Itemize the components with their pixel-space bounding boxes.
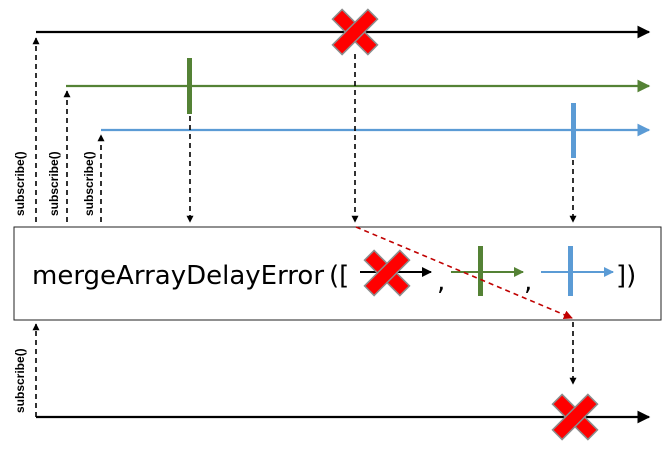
operator-open-bracket: ([ <box>329 261 349 291</box>
subscribe-label: subscribe() <box>82 151 96 216</box>
emission-tick-icon <box>568 246 573 296</box>
subscribe-label: subscribe() <box>13 348 27 413</box>
emission-tick-icon <box>571 103 576 158</box>
operator-box <box>13 226 662 321</box>
operator-separator: , <box>437 267 445 297</box>
subscribe-label: subscribe() <box>13 151 27 216</box>
emission-tick-icon <box>478 246 483 296</box>
operator-close-bracket: ]) <box>616 261 636 291</box>
emission-tick-icon <box>187 58 192 114</box>
delayed-error-line <box>355 226 573 320</box>
operator-name: mergeArrayDelayError <box>32 261 324 291</box>
operator-separator: , <box>524 267 532 297</box>
subscribe-label: subscribe() <box>47 151 61 216</box>
